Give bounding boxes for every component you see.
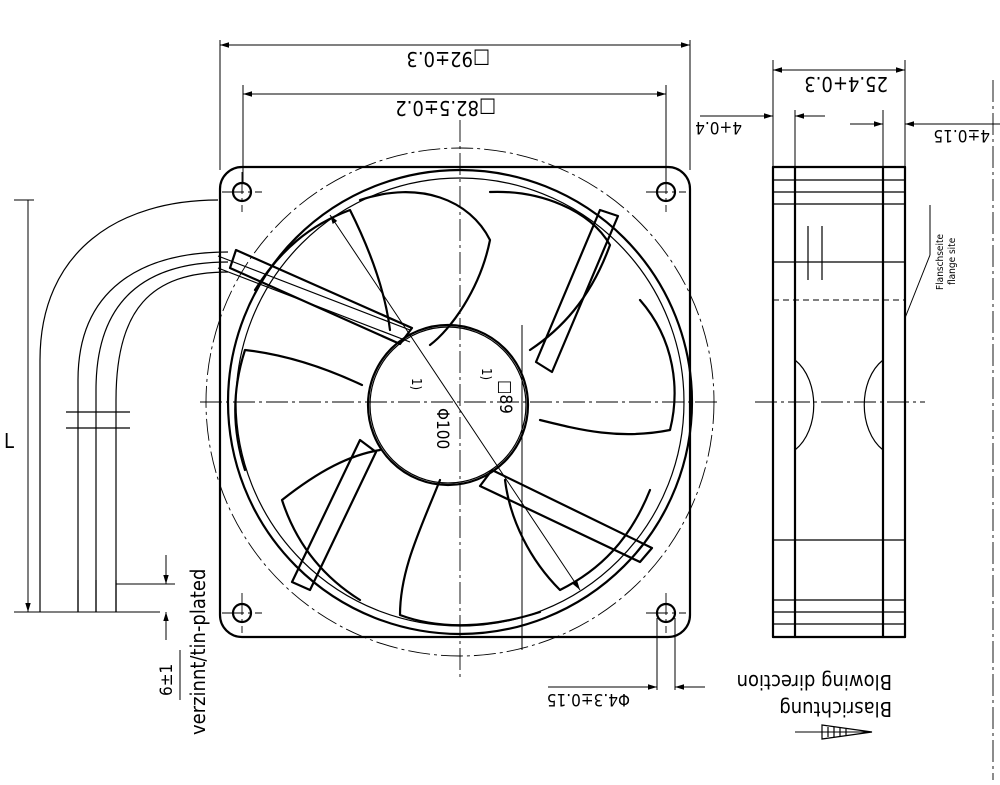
top-dimensions: □92±0.3 □82.5±0.2 [219, 40, 691, 184]
blow-label-en: Blowing direction [737, 670, 892, 694]
rim-right-label: 4±0.15 [933, 125, 990, 145]
flange-label-de: Flanschseite [935, 234, 946, 290]
strip-length-dimension: 6±1 verzinnt/tin-plated [116, 555, 210, 735]
lead-length-label: L [4, 429, 14, 453]
hub-tick-left: 1) [408, 378, 423, 390]
leads-note: verzinnt/tin-plated [186, 569, 210, 735]
depth-label: 25.4+0.3 [804, 72, 888, 96]
hole-spacing-label: □82.5±0.2 [395, 96, 496, 120]
hole-diameter-dimension: Φ4.3±0.15 [547, 618, 705, 709]
blow-label-de: Blasrichtung [779, 697, 892, 721]
mounting-holes [222, 172, 686, 633]
hub-square-label: □89 [495, 380, 515, 414]
blowing-arrow-icon [795, 724, 873, 740]
rim-left-label: 4+0.4 [695, 117, 742, 137]
blowing-direction: Blasrichtung Blowing direction [737, 670, 892, 740]
rim-dimensions: 4+0.4 4±0.15 [695, 110, 1000, 170]
hub-tick-right: 1) [478, 368, 493, 380]
lead-length-dimension: L [4, 199, 160, 613]
support-struts [228, 208, 654, 592]
flange-site-callout: Flanschseite flange site [904, 205, 958, 319]
outer-width-label: □92±0.3 [406, 47, 490, 71]
depth-dimension: 25.4+0.3 [772, 60, 906, 170]
flange-label-en: flange site [947, 237, 958, 285]
lead-wires [39, 199, 411, 612]
strip-length-label: 6±1 [157, 664, 177, 696]
fan-side-view [755, 165, 925, 639]
hub-diameter-label: Φ100 [432, 408, 452, 449]
fan-front-view: Φ100 □89 1) 1) [200, 120, 720, 680]
hole-diameter-label: Φ4.3±0.15 [547, 689, 630, 709]
